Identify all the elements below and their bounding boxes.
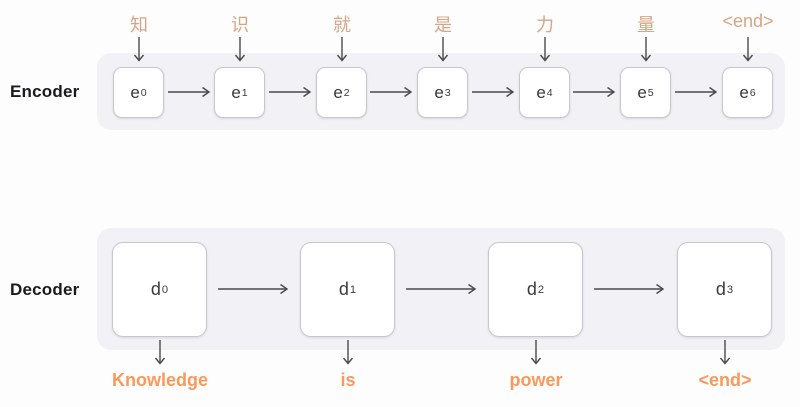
arrow-down-icon (530, 340, 542, 365)
cell-label: e (231, 82, 241, 102)
arrow-down-icon (437, 37, 449, 62)
cell-label: e (434, 82, 444, 102)
arrow-right-icon (573, 86, 616, 98)
cell-label: d (715, 279, 726, 299)
decoder-output-token: power (509, 370, 563, 390)
arrow-right-icon (168, 86, 211, 98)
arrow-down-icon (719, 340, 731, 365)
encoder-input-token: <end> (722, 11, 774, 31)
encoder-input-token: 识 (231, 15, 249, 35)
cell-label: e (536, 82, 546, 102)
decoder-output-token: Knowledge (111, 370, 208, 390)
decoder-output-token: is (340, 370, 356, 390)
cell-label: e (637, 82, 647, 102)
arrow-down-icon (234, 37, 246, 62)
decoder-output-token: <end> (698, 370, 752, 390)
arrow-down-icon (742, 37, 754, 62)
encoder-input-token: 力 (536, 15, 554, 35)
arrow-down-icon (154, 340, 166, 365)
encoder-input-token: 是 (434, 15, 452, 35)
arrow-down-icon (342, 340, 354, 365)
cell-label: e (130, 82, 140, 102)
encoder-input-token: 就 (333, 15, 351, 35)
encoder-label: Encoder (10, 82, 80, 101)
cell-label: e (333, 82, 343, 102)
encoder-input-token: 量 (637, 15, 655, 35)
arrow-right-icon (406, 283, 477, 295)
arrow-down-icon (336, 37, 348, 62)
arrow-right-icon (675, 86, 718, 98)
arrow-down-icon (539, 37, 551, 62)
arrow-down-icon (640, 37, 652, 62)
encoder-input-token: 知 (130, 15, 148, 35)
cell-label: d (526, 279, 537, 299)
arrow-right-icon (594, 283, 665, 295)
arrow-right-icon (472, 86, 515, 98)
cell-label: e (739, 82, 749, 102)
arrow-right-icon (269, 86, 312, 98)
arrow-down-icon (133, 37, 145, 62)
cell-label: d (150, 279, 161, 299)
arrow-right-icon (218, 283, 289, 295)
decoder-label: Decoder (10, 280, 80, 299)
arrow-right-icon (370, 86, 413, 98)
cell-label: d (338, 279, 349, 299)
